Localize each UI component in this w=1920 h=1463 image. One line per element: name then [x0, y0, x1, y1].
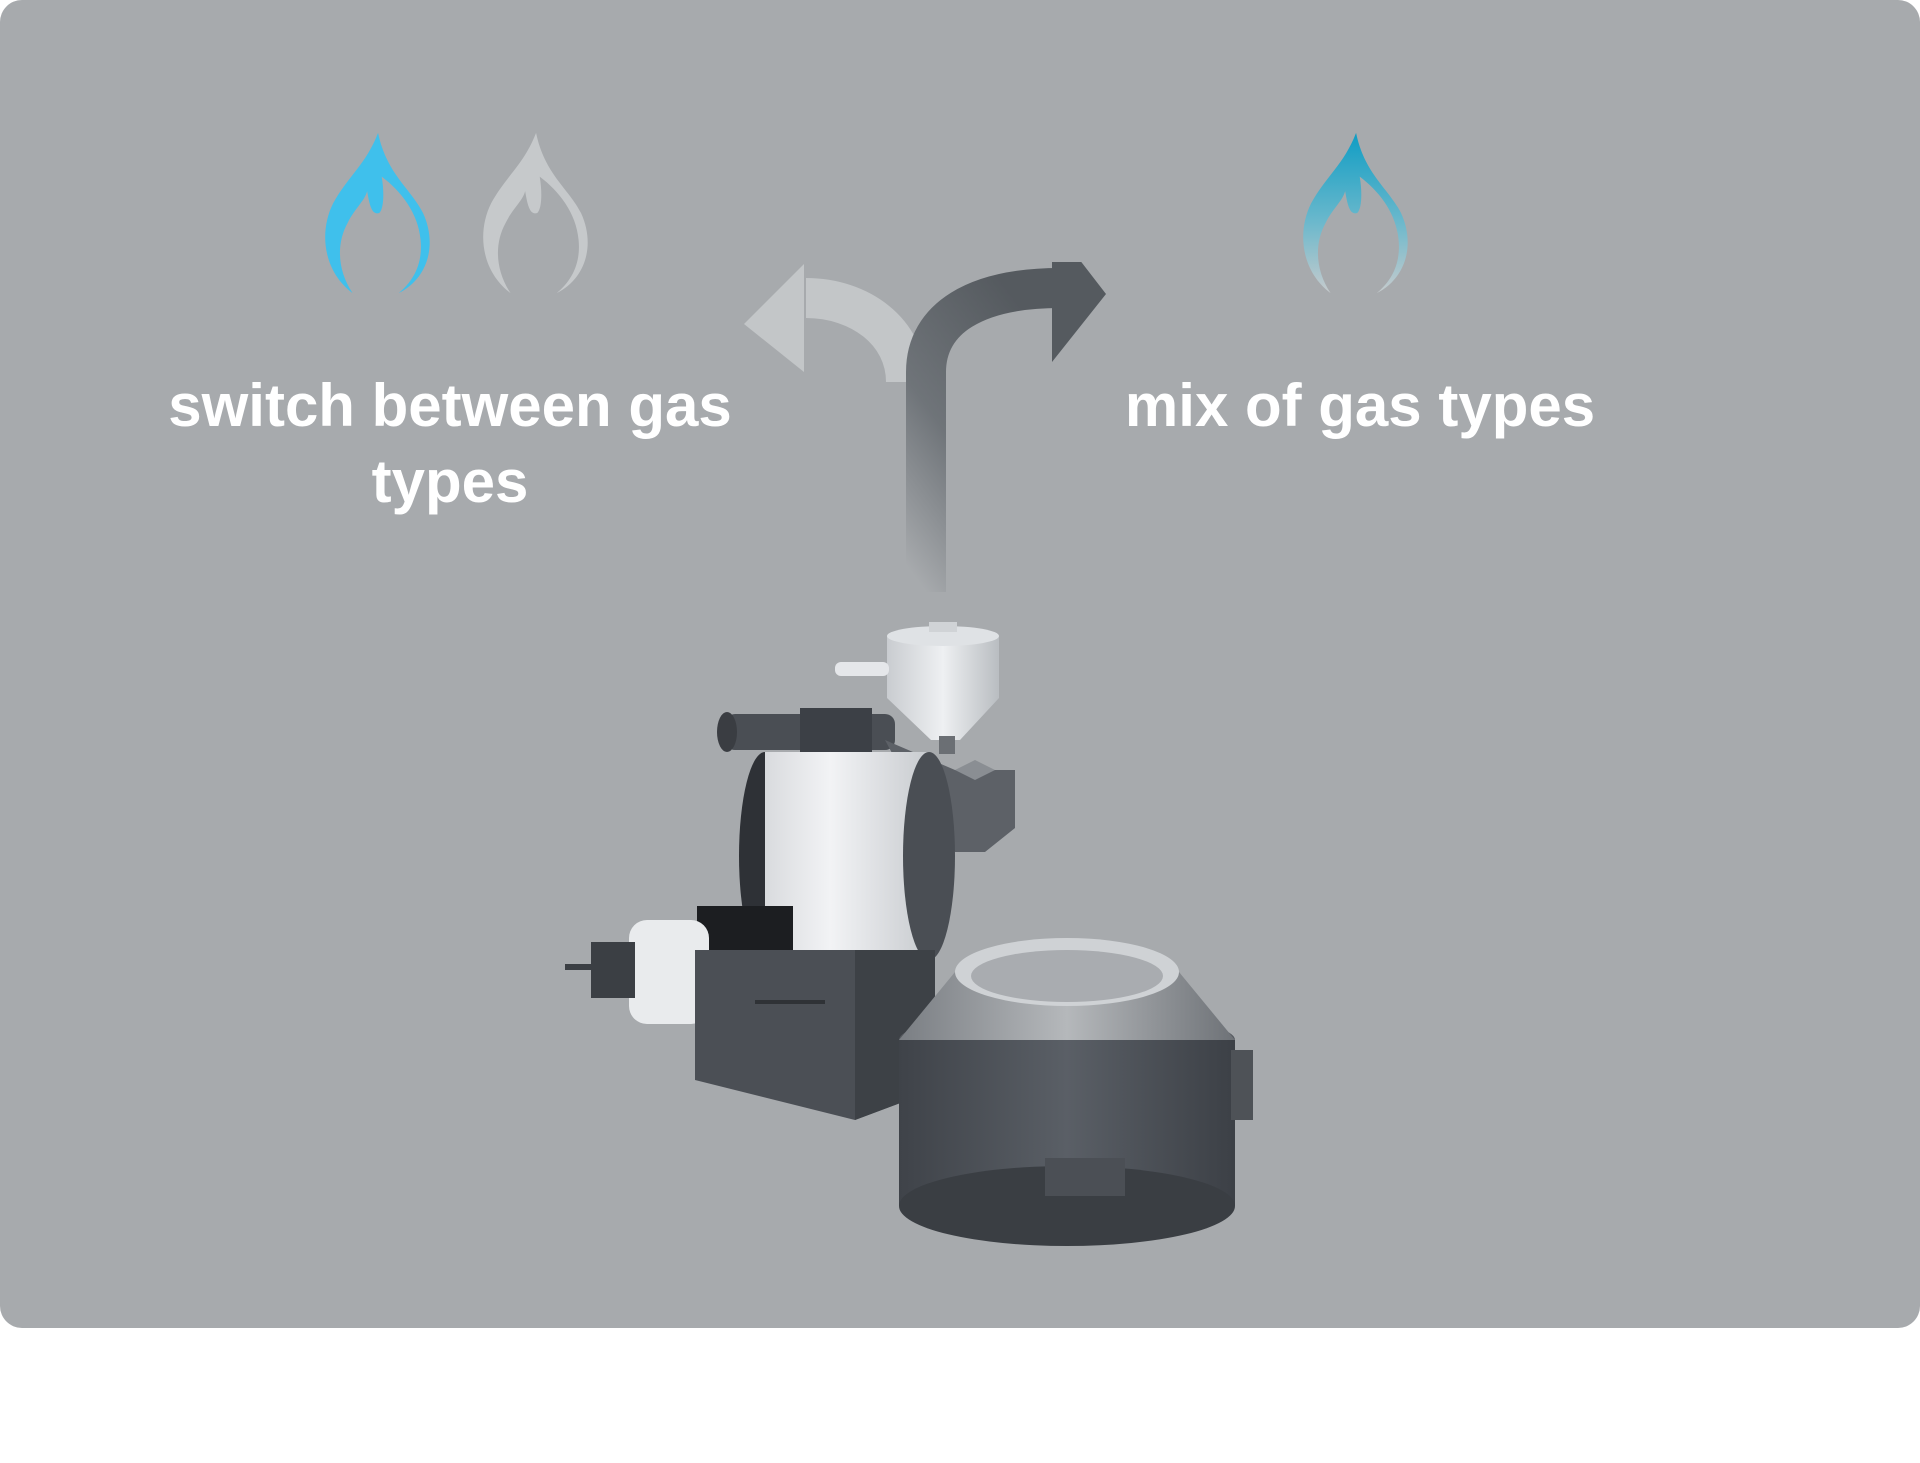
flame-icon-blue	[308, 128, 436, 298]
flame-icon-grey	[466, 128, 594, 298]
fork-arrow-icon	[740, 262, 1120, 592]
flame-icon-gradient	[1286, 128, 1414, 298]
mix-gas-types-caption: mix of gas types	[1124, 372, 1596, 439]
switch-gas-types-caption: switch between gas types	[168, 372, 732, 515]
coffee-roaster-illustration	[555, 620, 1295, 1270]
diagram-panel: switch between gas types mix of gas type…	[0, 0, 1920, 1328]
